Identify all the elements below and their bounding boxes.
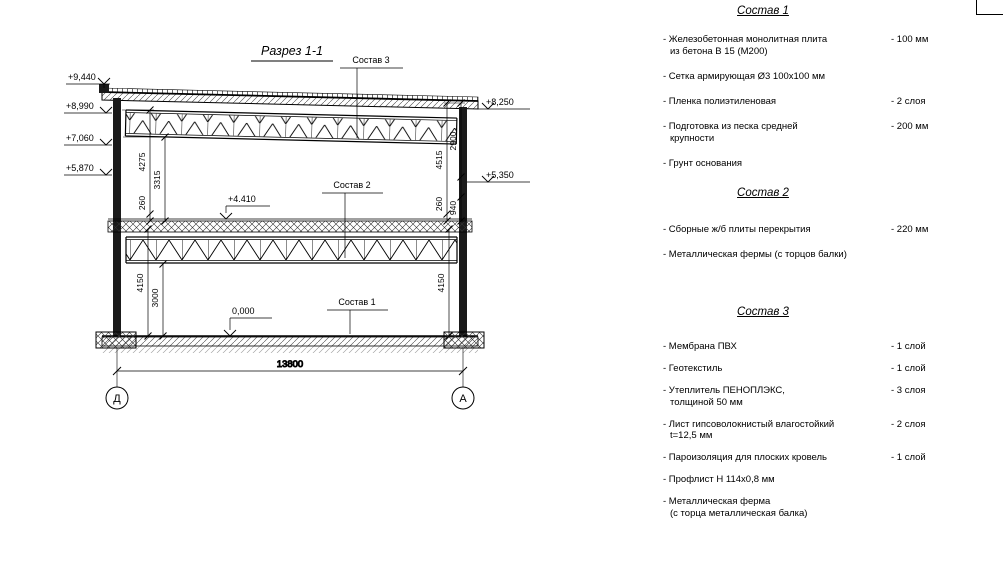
callout-sostav1-label: Состав 1 bbox=[338, 297, 375, 307]
list-item-text: - Пленка полиэтиленовая bbox=[663, 96, 777, 107]
floor-truss bbox=[125, 236, 458, 264]
elev-8250: +8,250 bbox=[486, 97, 514, 107]
list-item-value: - 200 мм bbox=[891, 120, 929, 132]
list-item: - Грунт основания bbox=[663, 158, 953, 170]
material-heading: Состав 2 bbox=[737, 186, 789, 199]
roof-slab bbox=[99, 84, 479, 110]
left-footing bbox=[95, 331, 137, 349]
dim-3000: 3000 bbox=[150, 288, 160, 307]
list-item-text: - Грунт основания bbox=[663, 157, 743, 169]
list-item-value: - 1 слой bbox=[891, 362, 926, 374]
dim-chains-lower: 4150 3000 4150 bbox=[135, 225, 453, 340]
list-item: - Сборные ж/б плиты перекрытия - 220 мм bbox=[663, 224, 953, 236]
list-item: - Мембрана ПВХ - 1 слой bbox=[663, 341, 953, 353]
dim-2900: 2900 bbox=[448, 131, 458, 150]
dim-940: 940 bbox=[448, 201, 458, 215]
list-item-value: - 220 мм bbox=[891, 223, 929, 235]
list-item-value: - 3 слоя bbox=[891, 384, 926, 396]
callout-sostav2-label: Состав 2 bbox=[333, 180, 370, 190]
list-item-text: - Металлическая ферма (с торца металличе… bbox=[663, 496, 808, 519]
list-item: - Профлист Н 114х0,8 мм bbox=[663, 474, 953, 486]
dim-chains-upper-left: 4275 260 3315 bbox=[122, 106, 169, 225]
dim-4150-right: 4150 bbox=[436, 273, 446, 292]
list-item: - Сетка армирующая Ø3 100x100 мм bbox=[663, 71, 953, 83]
elev-0000: 0,000 bbox=[232, 306, 255, 316]
list-item-value: - 1 слой bbox=[891, 341, 926, 352]
roof-truss bbox=[124, 109, 458, 145]
axis-left-label: Д bbox=[113, 393, 121, 405]
elev-5350: +5,350 bbox=[486, 170, 514, 180]
list-item-text: - Подготовка из песка средней крупности bbox=[663, 120, 798, 144]
list-item: - Железобетонная монолитная плита из бет… bbox=[663, 34, 953, 58]
list-item-text: - Утеплитель ПЕНОПЛЭКС, толщиной 50 мм bbox=[663, 384, 785, 408]
list-item: - Пароизоляция для плоских кровель - 1 с… bbox=[663, 452, 953, 464]
floor-slab bbox=[107, 218, 473, 233]
material-section-2: Состав 2 - Сборные ж/б плиты перекрытия … bbox=[663, 186, 953, 261]
elev-4410: +4.410 bbox=[228, 194, 256, 204]
callout-sostav1: Состав 1 bbox=[327, 297, 388, 334]
axis-left: Д bbox=[105, 386, 129, 410]
materials-panel: Состав 1 - Железобетонная монолитная пли… bbox=[663, 4, 953, 530]
elevation-mark-zero: 0,000 bbox=[223, 306, 272, 337]
list-item: - Металлическая фермы (с торцов балки) bbox=[663, 249, 953, 261]
elevation-marks-left: +9,440 +8,990 +7,060 +5,870 bbox=[64, 72, 113, 176]
elevation-mark-mid: +4.410 bbox=[219, 194, 270, 220]
ground-slab bbox=[95, 331, 485, 353]
list-item: - Подготовка из песка средней крупности … bbox=[663, 121, 953, 145]
callout-sostav3-label: Состав 3 bbox=[352, 55, 389, 65]
material-section-1: Состав 1 - Железобетонная монолитная пли… bbox=[663, 4, 953, 170]
list-item: - Утеплитель ПЕНОПЛЭКС, толщиной 50 мм -… bbox=[663, 385, 953, 409]
elev-7060: +7,060 bbox=[66, 133, 94, 143]
right-footing bbox=[443, 331, 485, 349]
elevation-marks-right: +8,250 +5,350 bbox=[467, 97, 530, 183]
list-item: - Геотекстиль - 1 слой bbox=[663, 363, 953, 375]
dim-260-left: 260 bbox=[137, 196, 147, 210]
dim-3315: 3315 bbox=[152, 170, 162, 189]
list-item-text: - Геотекстиль bbox=[663, 362, 723, 374]
list-item-value: - 100 мм bbox=[891, 34, 929, 46]
dim-260-right: 260 bbox=[434, 197, 444, 211]
dim-4150-left: 4150 bbox=[135, 273, 145, 292]
sheet-frame-corner bbox=[976, 0, 1003, 15]
list-item-text: - Железобетонная монолитная плита из бет… bbox=[663, 34, 828, 58]
list-item-value: - 2 слоя bbox=[891, 96, 926, 107]
axis-right-label: А bbox=[459, 393, 467, 405]
list-item-text: - Лист гипсоволокнистый влагостойкий t=1… bbox=[663, 418, 835, 442]
axis-right: А bbox=[451, 386, 475, 410]
list-item-value: - 1 слой bbox=[891, 452, 926, 464]
dim-span-label: 13800 bbox=[277, 359, 303, 370]
callout-sostav3: Состав 3 bbox=[340, 55, 403, 138]
span-dimension: 13800 bbox=[112, 348, 468, 387]
list-item-value: - 2 слоя bbox=[891, 418, 926, 430]
elev-5870: +5,870 bbox=[66, 163, 94, 173]
list-item-text: - Профлист Н 114х0,8 мм bbox=[663, 474, 775, 486]
dim-4275: 4275 bbox=[137, 152, 147, 171]
list-item-text: - Пароизоляция для плоских кровель bbox=[663, 452, 828, 464]
elev-8990: +8,990 bbox=[66, 101, 94, 111]
section-title: Разрез 1-1 bbox=[261, 44, 323, 58]
list-item: - Металлическая ферма (с торца металличе… bbox=[663, 496, 953, 520]
material-heading: Состав 3 bbox=[737, 305, 789, 318]
dim-4515: 4515 bbox=[434, 150, 444, 169]
list-item-text: - Металлическая фермы (с торцов балки) bbox=[663, 248, 847, 260]
list-item-text: - Мембрана ПВХ bbox=[663, 341, 737, 352]
left-column bbox=[113, 98, 121, 336]
material-section-3: Состав 3 - Мембрана ПВХ - 1 слой - Геоте… bbox=[663, 305, 953, 520]
dim-chains-upper-right: 4515 260 2900 940 bbox=[434, 99, 465, 225]
list-item: - Лист гипсоволокнистый влагостойкий t=1… bbox=[663, 419, 953, 443]
elev-9440: +9,440 bbox=[68, 72, 96, 82]
list-item: - Пленка полиэтиленовая - 2 слоя bbox=[663, 96, 953, 108]
callout-sostav2: Состав 2 bbox=[322, 180, 383, 258]
list-item-text: - Сетка армирующая Ø3 100x100 мм bbox=[663, 71, 826, 83]
parapet-block bbox=[99, 84, 109, 93]
list-item-text: - Сборные ж/б плиты перекрытия bbox=[663, 223, 811, 235]
material-heading: Состав 1 bbox=[737, 5, 789, 17]
section-drawing: Разрез 1-1 bbox=[64, 44, 530, 410]
